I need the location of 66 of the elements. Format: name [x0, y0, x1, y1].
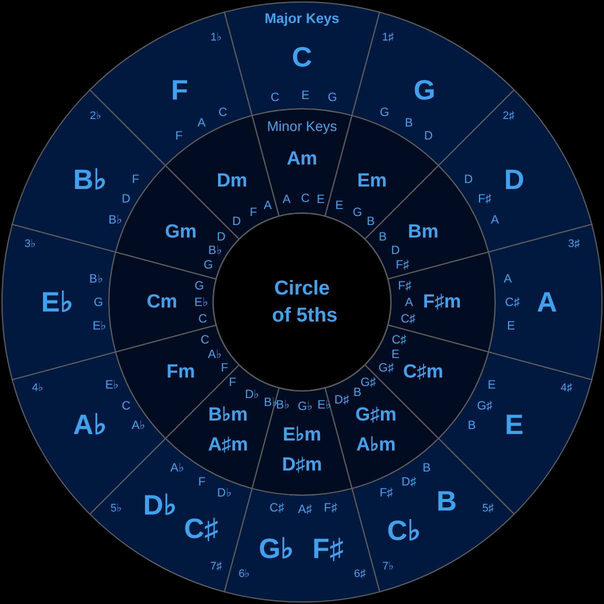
key-name: C♯m [403, 362, 444, 382]
chord-notes: G♯ B D♯ [334, 375, 376, 406]
chord-notes: E G♯ B [468, 378, 496, 432]
key-name: A [536, 286, 558, 318]
chord-notes: C E G [270, 88, 338, 104]
key-signature: 2♯ [502, 110, 514, 122]
key-name: Am [286, 148, 318, 170]
key-signature: 6♯ [354, 568, 366, 580]
key-signature: 4♯ [560, 382, 572, 394]
key-name: A♯m [208, 434, 248, 456]
key-name: C♯ [184, 513, 218, 544]
key-signature: 3♭ [24, 238, 36, 250]
key-signature: 1♭ [210, 32, 222, 44]
chord-notes: B♭ G♭ E♭ [276, 397, 332, 413]
chord-notes: E♭ C A♭ [105, 378, 146, 432]
chord-notes: D F♯ A [464, 172, 499, 226]
key-name: Cm [146, 292, 178, 312]
key-name: G♯m [355, 404, 397, 426]
chord-notes: A C♯ E [504, 272, 520, 332]
chord-notes: F♯ A C♯ [398, 278, 416, 326]
key-signature: 5♯ [482, 502, 494, 515]
ring-heading: Minor Keys [266, 118, 338, 134]
chord-notes: C A♭ F [200, 332, 228, 374]
key-signature: 4♭ [32, 382, 44, 394]
key-signature: 2♭ [90, 110, 101, 122]
chord-notes: G E♭ C [194, 278, 208, 326]
key-signature: 1♯ [382, 32, 394, 44]
key-signature: 5♭ [110, 502, 122, 515]
key-name: Bm [408, 222, 439, 242]
chord-notes: B♭ G E♭ [89, 272, 107, 332]
chord-notes: F A C [175, 105, 228, 143]
key-name: E [504, 409, 524, 440]
chord-notes: B D♯ F♯ [380, 460, 431, 500]
key-name: Fm [166, 362, 196, 382]
key-name: F♯m [423, 292, 461, 312]
key-name: Em [357, 170, 387, 192]
key-name: E♭ [41, 286, 73, 318]
chord-notes: A C E [282, 191, 325, 206]
key-name: F♯ [312, 533, 344, 564]
key-name: A♭ [73, 409, 106, 440]
chord-notes: D B♭ G [204, 230, 226, 272]
key-signature: 7♯ [210, 560, 222, 572]
key-name: G♭ [258, 533, 294, 564]
key-name: G [414, 74, 436, 106]
chord-notes: E G B [335, 198, 375, 228]
chord-notes: C♯ A♯ F♯ [269, 500, 338, 516]
key-name: C♭ [387, 514, 420, 546]
key-name: E♭m [282, 424, 322, 446]
key-name: A♭m [356, 434, 396, 456]
key-name: F [170, 74, 188, 106]
chord-notes: F D B♭ [108, 172, 140, 226]
key-name: Dm [216, 170, 248, 192]
chord-notes: G B D [380, 105, 433, 143]
key-name: B♭ [73, 164, 106, 195]
ring-heading: Major Keys [264, 10, 340, 26]
key-name: D [504, 164, 524, 195]
key-name: C [292, 42, 312, 72]
key-name: Gm [164, 222, 197, 242]
key-name: D♯m [282, 454, 322, 476]
key-signature: 6♭ [238, 568, 250, 580]
chord-notes: B D F♯ [378, 230, 410, 272]
key-signature: 7♭ [382, 560, 394, 572]
key-signature: 3♯ [568, 238, 580, 250]
chord-notes: D F A [232, 198, 272, 228]
circle-label: Circle of 5ths [272, 278, 338, 326]
key-name: B [436, 486, 457, 516]
